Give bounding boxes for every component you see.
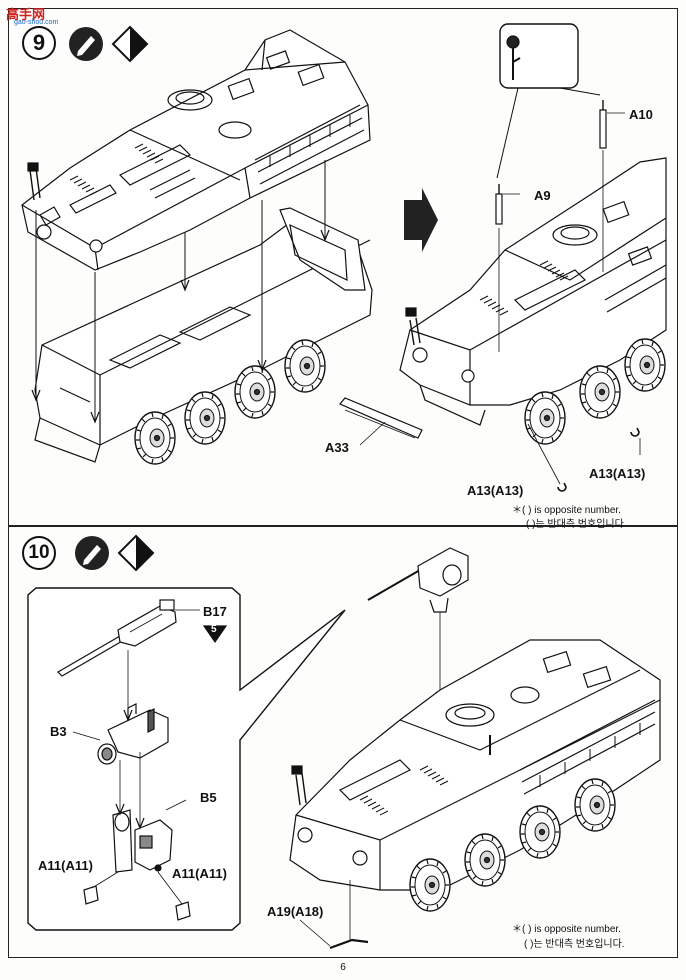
opposite-number-note-en: ＊( ) is opposite number. [512, 505, 621, 516]
page-frame [8, 8, 678, 958]
part-reference-step: 5 [211, 624, 217, 635]
part-label-b5: B5 [200, 790, 217, 805]
opposite-number-note-ko: ( )는 반대측 번호입니다. [524, 939, 625, 950]
opposite-number-note-ko: ( )는 반대측 번호입니다. [526, 519, 627, 530]
page-number: 6 [340, 962, 346, 973]
step-number-9: 9 [22, 26, 56, 60]
watermark-logo: 高手网 [6, 7, 46, 22]
part-label-a13-right: A13(A13) [589, 466, 646, 481]
direction-arrow [404, 188, 438, 252]
part-label-a33: A33 [325, 440, 349, 455]
flip-over-icon [111, 25, 149, 63]
part-label-a11-left: A11(A11) [38, 858, 93, 873]
part-label-a19: A19(A18) [267, 904, 324, 919]
watermark-url: gao-shou.com [14, 19, 59, 26]
cement-glue-icon [69, 27, 103, 61]
part-label-a11-right: A11(A11) [172, 866, 227, 881]
opposite-number-note-en: ＊( ) is opposite number. [512, 924, 621, 935]
step10-assembled-view [289, 547, 661, 950]
part-label-a9: A9 [534, 188, 551, 203]
step10-inset [27, 587, 346, 931]
cement-glue-icon [75, 536, 109, 570]
part-label-b17: B17 [203, 604, 227, 619]
step9-exploded-view [21, 29, 373, 465]
step-divider [8, 525, 678, 527]
part-label-a13-left: A13(A13) [467, 483, 524, 498]
part-label-a10: A10 [629, 107, 653, 122]
step9-assembled-view [339, 23, 667, 492]
part-label-b3: B3 [50, 724, 67, 739]
flip-over-icon [117, 534, 155, 572]
step-number-10: 10 [22, 536, 56, 570]
